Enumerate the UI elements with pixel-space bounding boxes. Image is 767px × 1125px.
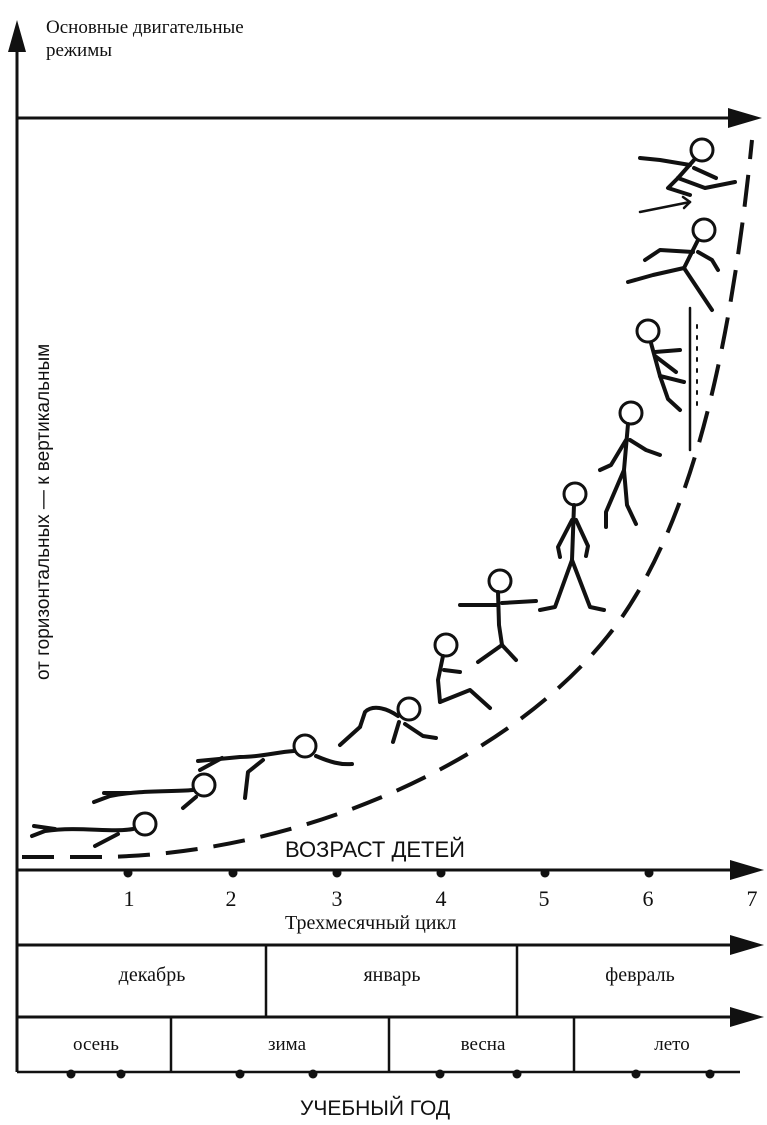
age-tick-label: 6 xyxy=(642,886,654,911)
age-tick-label: 1 xyxy=(123,886,135,911)
year-dot xyxy=(435,1069,445,1079)
year-dot xyxy=(66,1069,76,1079)
season-label: осень xyxy=(73,1034,119,1055)
age-axis-title: ВОЗРАСТ ДЕТЕЙ xyxy=(285,837,465,862)
age-tick-dot xyxy=(228,868,238,878)
sitting-child-figure xyxy=(433,632,492,710)
year-dot xyxy=(235,1069,245,1079)
year-dot xyxy=(308,1069,318,1079)
top-axis-arrowhead xyxy=(728,108,762,128)
cycle-title: Трехмесячный цикл xyxy=(285,912,457,934)
crawling-child-figure xyxy=(196,733,354,800)
season-dividers xyxy=(169,1017,576,1072)
figures xyxy=(30,137,737,848)
year-dot xyxy=(705,1069,715,1079)
age-tick-dot xyxy=(540,868,550,878)
month-label: декабрь xyxy=(118,964,186,986)
age-tick-dot xyxy=(644,868,654,878)
age-tick-dot xyxy=(123,868,133,878)
jumping-child-figure xyxy=(638,137,737,214)
age-axis-arrowhead xyxy=(730,860,764,880)
age-axis-dots xyxy=(123,868,654,878)
climbing-child-figure xyxy=(635,306,698,452)
age-tick-label: 4 xyxy=(435,886,447,911)
age-tick-label: 2 xyxy=(225,886,237,911)
vertical-axis-arrowhead xyxy=(8,20,26,52)
chart-title: Основные двигательные режимы xyxy=(46,16,244,62)
month-label: январь xyxy=(363,964,421,986)
year-dot xyxy=(512,1069,522,1079)
school-year-label: УЧЕБНЫЙ ГОД xyxy=(300,1097,451,1120)
walking-child-figure xyxy=(598,400,662,529)
age-tick-dot xyxy=(436,868,446,878)
child-on-all-fours-figure xyxy=(338,696,438,747)
running-child-figure xyxy=(626,217,720,312)
age-tick-label: 3 xyxy=(331,886,343,911)
month-dividers xyxy=(264,945,519,1017)
age-tick-label: 5 xyxy=(538,886,550,911)
year-axis-dots xyxy=(66,1069,715,1079)
season-label: лето xyxy=(654,1034,690,1055)
vertical-axis-label: от горизонтальных — к вертикальным xyxy=(33,343,54,680)
chart-title-line-2: режимы xyxy=(46,40,113,61)
month-label: февраль xyxy=(605,964,675,986)
year-dot xyxy=(116,1069,126,1079)
standing-child-figure xyxy=(538,481,606,612)
age-tick-dot xyxy=(332,868,342,878)
development-curve xyxy=(22,139,754,859)
season-label: зима xyxy=(268,1034,306,1055)
season-axis-arrowhead xyxy=(730,1007,764,1027)
kneeling-child-figure xyxy=(458,568,538,664)
cycle-axis-arrowhead xyxy=(730,935,764,955)
season-label: весна xyxy=(460,1034,506,1055)
chart-title-line-1: Основные двигательные xyxy=(46,17,244,38)
lying-child-figure xyxy=(30,811,158,848)
crawling-child-figure xyxy=(92,772,217,810)
age-tick-label: 7 xyxy=(746,886,758,911)
year-dot xyxy=(631,1069,641,1079)
